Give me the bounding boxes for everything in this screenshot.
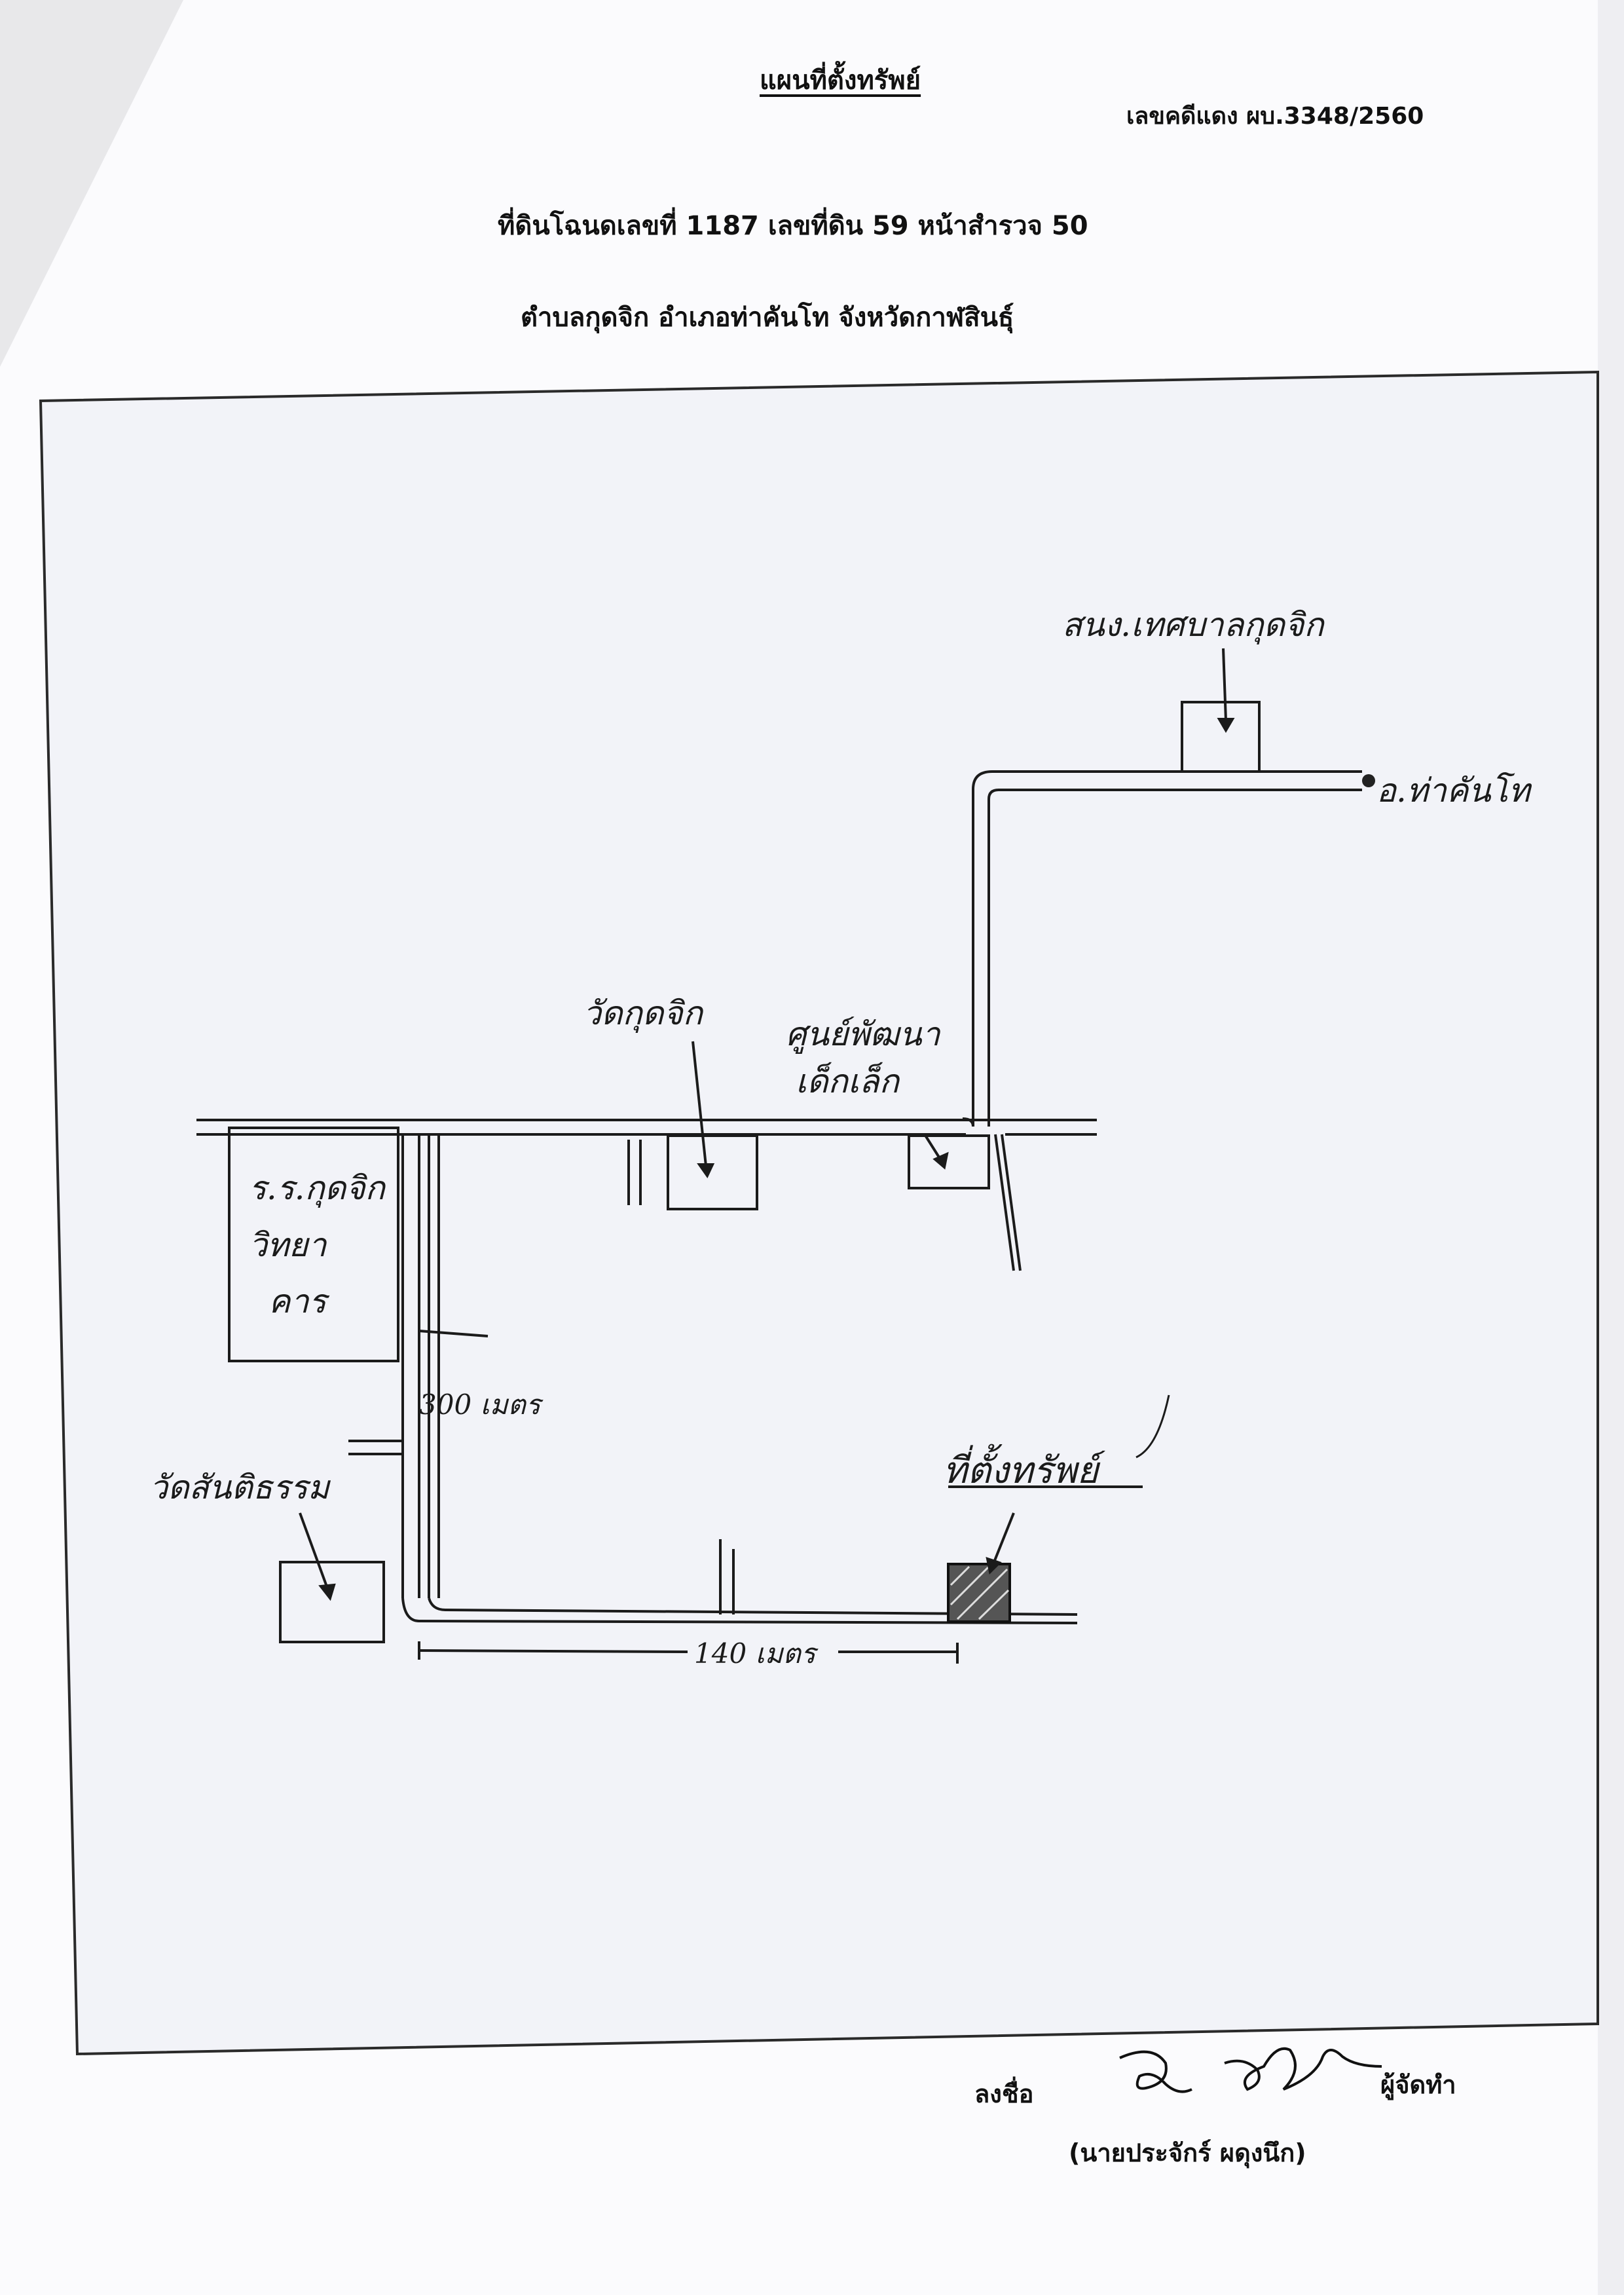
deed-line: ที่ดินโฉนดเลขที่ 1187 เลขที่ดิน 59 หน้าส… [498,211,1088,241]
label-distance-vertical: 300 เมตร [419,1389,541,1421]
location-line: ตำบลกุดจิก อำเภอท่าคันโท จังหวัดกาฬสินธุ… [521,303,1014,333]
property-parcel [947,1563,1011,1623]
label-dev-center-line2: เด็กเล็ก [796,1062,899,1100]
document-title: แผนที่ตั้งทรัพย์ [760,65,921,96]
label-municipality: สนง.เทศบาลกุดจิก [1062,606,1324,644]
label-school-line1: ร.ร.กุดจิก [249,1169,385,1207]
label-temple-santi: วัดสันติธรรม [149,1468,329,1506]
district-marker [1362,774,1375,787]
sign-label: ลงชื่อ [974,2080,1034,2108]
temple-santi [279,1561,385,1643]
municipality-office [1181,701,1261,773]
label-distance-horizontal: 140 เมตร [694,1637,816,1670]
bottom-road [401,1539,1078,1624]
label-district: อ.ท่าคันโท [1376,772,1530,810]
label-temple-kudjik: วัดกุดจิก [583,994,703,1032]
label-school-line3: คาร [268,1282,327,1320]
label-dev-center-line1: ศูนย์พัฒนา [786,1015,940,1053]
label-school-line2: วิทยา [249,1226,327,1264]
signature [1119,2047,1382,2093]
case-number: เลขคดีแดง ผบ.3348/2560 [1126,103,1424,130]
dimension-140m [418,1641,959,1664]
map-frame [39,370,1599,2056]
main-road [196,1117,1097,1271]
vertical-road [348,1134,489,1598]
school [228,1127,399,1362]
road-to-district [972,770,1362,1127]
maker-label: ผู้จัดทำ [1380,2070,1456,2099]
label-property-location: ที่ตั้งทรัพย์ [943,1449,1099,1492]
temple-kudjik [667,1134,758,1210]
child-dev-center [908,1134,990,1189]
signer-name: (นายประจักร์ ผดุงนึก) [1069,2138,1306,2167]
